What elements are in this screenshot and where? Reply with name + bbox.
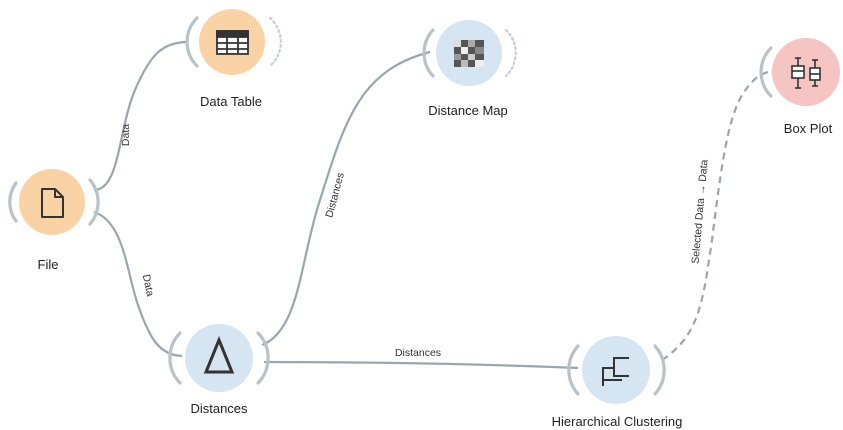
- input-channel-arc[interactable]: [8, 181, 18, 223]
- input-channel-arc[interactable]: [168, 331, 182, 385]
- node-distances-circle[interactable]: [185, 324, 253, 392]
- link-label-file-distances: Data: [140, 273, 156, 297]
- node-distance-map[interactable]: Distance Map: [422, 20, 517, 118]
- link-label-hierarchical-box-plot: Selected Data → Data: [689, 159, 710, 264]
- delta-icon: [203, 336, 235, 374]
- output-channel-arc[interactable]: [256, 331, 270, 385]
- document-icon: [41, 188, 64, 218]
- node-distances[interactable]: Distances: [168, 324, 270, 416]
- node-box-plot-circle[interactable]: [772, 38, 840, 106]
- node-label-distance-map: Distance Map: [428, 103, 507, 118]
- link-file-data-table[interactable]: [93, 40, 189, 192]
- heatmap-icon: [454, 40, 484, 67]
- node-label-hierarchical-clustering: Hierarchical Clustering: [552, 414, 683, 429]
- node-hierarchical-clustering-circle[interactable]: [582, 336, 650, 404]
- node-label-box-plot: Box Plot: [784, 121, 833, 136]
- output-channel-arc[interactable]: [88, 178, 100, 226]
- output-channel-arc[interactable]: [504, 28, 517, 78]
- link-label-file-data-table: Data: [120, 124, 132, 146]
- node-file-circle[interactable]: [19, 169, 85, 235]
- node-box-plot[interactable]: Box Plot: [759, 38, 840, 136]
- boxplot-icon: [791, 57, 821, 89]
- link-distances-distance-map[interactable]: [261, 50, 431, 347]
- node-file[interactable]: File: [8, 169, 100, 272]
- input-channel-arc[interactable]: [185, 16, 199, 68]
- dendrogram-icon: [602, 357, 629, 386]
- node-label-distances: Distances: [190, 401, 248, 416]
- table-icon: [216, 30, 249, 55]
- links: [93, 40, 769, 370]
- input-channel-arc[interactable]: [759, 46, 773, 98]
- input-channel-arc[interactable]: [567, 344, 580, 396]
- link-hierarchical-box-plot[interactable]: [661, 70, 769, 361]
- node-label-file: File: [38, 257, 59, 272]
- node-label-data-table: Data Table: [200, 94, 262, 109]
- node-hierarchical-clustering[interactable]: Hierarchical Clustering: [552, 336, 683, 429]
- input-channel-arc[interactable]: [422, 28, 435, 78]
- link-distances-hierarchical[interactable]: [263, 360, 579, 370]
- output-channel-arc[interactable]: [653, 344, 666, 396]
- link-file-distances[interactable]: [93, 210, 183, 358]
- link-label-distances-hierarchical: Distances: [395, 347, 441, 359]
- node-data-table[interactable]: Data Table: [185, 9, 282, 109]
- output-channel-arc[interactable]: [268, 16, 282, 68]
